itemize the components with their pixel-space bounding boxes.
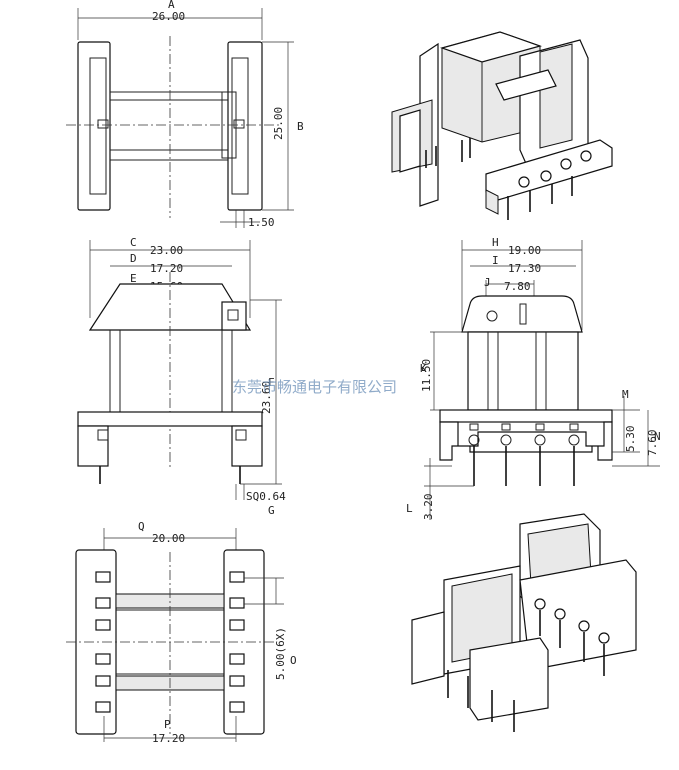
bottom-pins-left — [95, 571, 111, 713]
isometric-view-top — [391, 31, 613, 220]
dim-value-g: SQ0.64 — [246, 490, 286, 503]
dim-value-c: 23.00 — [150, 244, 183, 257]
dim-value-m: 5.30 — [624, 426, 637, 453]
dim-letter-c: C — [130, 236, 137, 249]
dim-letter-b: B — [297, 120, 304, 133]
dim-letter-l: L — [406, 502, 413, 515]
dim-letter-p: P — [164, 718, 171, 731]
dim-value-q: 20.00 — [152, 532, 185, 545]
dim-value-a: 26.00 — [152, 10, 185, 23]
dim-letter-d: D — [130, 252, 137, 265]
dim-letter-o: O — [290, 654, 297, 667]
dim-letter-h: H — [492, 236, 499, 249]
dim-letter-i: I — [492, 254, 499, 267]
dim-letter-m: M — [622, 388, 629, 401]
isometric-view-bottom — [411, 513, 637, 732]
bottom-pins-right — [229, 571, 245, 713]
pins-lower-iso — [447, 598, 610, 732]
dim-value-j: 7.80 — [504, 280, 531, 293]
dim-letter-a: A — [168, 0, 175, 11]
dim-value-h: 19.00 — [508, 244, 541, 257]
dim-letter-n: N — [654, 430, 661, 443]
dim-value-d: 17.20 — [150, 262, 183, 275]
pins-upper-right — [507, 150, 592, 220]
bottom-view: Q 20.00 5.00( — [66, 520, 297, 745]
dim-value-i: 17.30 — [508, 262, 541, 275]
dim-letter-g: G — [268, 504, 275, 517]
side-view: H 19.00 I 17.30 J 7.80 K 11.50 — [406, 236, 661, 520]
dim-value-f: 23.60 — [260, 381, 273, 414]
dim-letter-e: E — [130, 272, 137, 285]
dim-letter-j: J — [484, 276, 491, 289]
dim-letter-f: F — [268, 376, 275, 389]
dim-value-k: 11.50 — [420, 359, 433, 392]
dim-letter-k: K — [420, 362, 427, 375]
dim-value-pin-offset: 1.50 — [248, 216, 275, 229]
dim-value-p: 17.20 — [152, 732, 185, 745]
top-view: A 26.00 25.00 B 1.50 — [66, 0, 304, 229]
dim-letter-q: Q — [138, 520, 145, 533]
side-view-pins — [468, 423, 580, 486]
dim-value-l: 3.20 — [422, 494, 435, 521]
company-watermark: 东莞市畅通电子有限公司 — [232, 378, 397, 396]
dim-value-b: 25.00 — [272, 107, 285, 140]
front-view: C 23.00 D 17.20 E 15.60 23.60 F — [77, 236, 286, 517]
dim-value-n: 7.60 — [646, 430, 659, 457]
dim-value-o: 5.00(6X) — [274, 627, 287, 680]
